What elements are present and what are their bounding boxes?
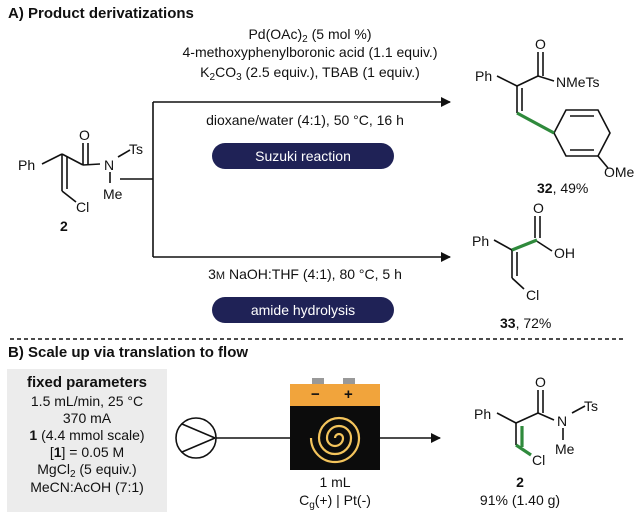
p33-ph: Ph bbox=[472, 233, 490, 249]
p32-caption: 32, 49% bbox=[537, 180, 589, 196]
p33-caption: 33, 72% bbox=[500, 315, 552, 331]
suzuki-catalyst: Pd(OAc)2 (5 mol %) bbox=[248, 26, 372, 45]
flow-product-yield: 91% (1.40 g) bbox=[479, 492, 561, 508]
suzuki-new-bond bbox=[516, 111, 555, 135]
suzuki-boronic-acid: 4-methoxyphenylboronic acid (1.1 equiv.) bbox=[182, 44, 438, 60]
section-a-title: A) Product derivatizations bbox=[8, 5, 194, 22]
product-33-bonds bbox=[493, 216, 553, 290]
sm-number: 2 bbox=[60, 218, 68, 234]
sm-ts: Ts bbox=[129, 141, 143, 157]
sm-structure-bonds bbox=[41, 143, 131, 203]
reaction-arrows bbox=[120, 97, 451, 262]
flow-product-bonds bbox=[496, 390, 586, 445]
sm-n: N bbox=[104, 157, 115, 173]
p32-ph: Ph bbox=[475, 68, 493, 84]
battery-minus: − bbox=[311, 386, 320, 403]
params-current: 370 mA bbox=[62, 410, 112, 426]
params-flow: 1.5 mL/min, 25 °C bbox=[30, 393, 144, 409]
flow-product-ph: Ph bbox=[474, 406, 492, 422]
hydrolysis-badge: amide hydrolysis bbox=[212, 297, 394, 323]
sm-o: O bbox=[79, 127, 90, 143]
flow-product-number: 2 bbox=[516, 474, 524, 490]
product-32-bonds bbox=[496, 52, 611, 169]
pump-icon bbox=[175, 417, 217, 459]
flow-product-cl: Cl bbox=[532, 452, 546, 468]
flow-product-o: O bbox=[535, 374, 546, 390]
p33-oh: OH bbox=[554, 245, 575, 261]
reactor-volume: 1 mL bbox=[319, 474, 351, 490]
sm-cl: Cl bbox=[76, 199, 90, 215]
hydrolysis-conditions: 3M NaOH:THF (4:1), 80 °C, 5 h bbox=[208, 266, 402, 282]
p33-cl: Cl bbox=[526, 287, 540, 303]
p32-ome: OMe bbox=[604, 164, 635, 180]
params-heading: fixed parameters bbox=[26, 374, 148, 391]
flow-product-n: N bbox=[557, 413, 568, 429]
sm-ph: Ph bbox=[18, 157, 36, 173]
fixed-parameters-box bbox=[7, 369, 167, 512]
p32-o: O bbox=[535, 36, 546, 52]
section-b-title: B) Scale up via translation to flow bbox=[8, 344, 249, 361]
suzuki-solvent: dioxane/water (4:1), 50 °C, 16 h bbox=[206, 112, 404, 128]
params-solvent: MeCN:AcOH (7:1) bbox=[30, 479, 144, 495]
suzuki-base: K2CO3 (2.5 equiv.), TBAB (1 equiv.) bbox=[200, 64, 420, 83]
hydrolysis-highlight-bond bbox=[511, 238, 538, 252]
params-concentration: [1] = 0.05 M bbox=[49, 444, 125, 460]
params-scale: 1 (4.4 mmol scale) bbox=[29, 427, 145, 443]
flow-new-bond bbox=[515, 426, 532, 457]
flow-product-ts: Ts bbox=[584, 398, 598, 414]
params-mgcl2: MgCl2 (5 equiv.) bbox=[37, 461, 137, 480]
reactor-electrodes: Cg(+) | Pt(-) bbox=[299, 492, 371, 511]
battery-plus: + bbox=[344, 386, 353, 403]
p33-o: O bbox=[533, 200, 544, 216]
sm-me: Me bbox=[103, 186, 123, 202]
flow-cell-icon bbox=[290, 378, 380, 470]
p32-n: NMeTs bbox=[556, 74, 600, 90]
suzuki-reaction-badge: Suzuki reaction bbox=[212, 143, 394, 169]
flow-product-me: Me bbox=[555, 441, 575, 457]
